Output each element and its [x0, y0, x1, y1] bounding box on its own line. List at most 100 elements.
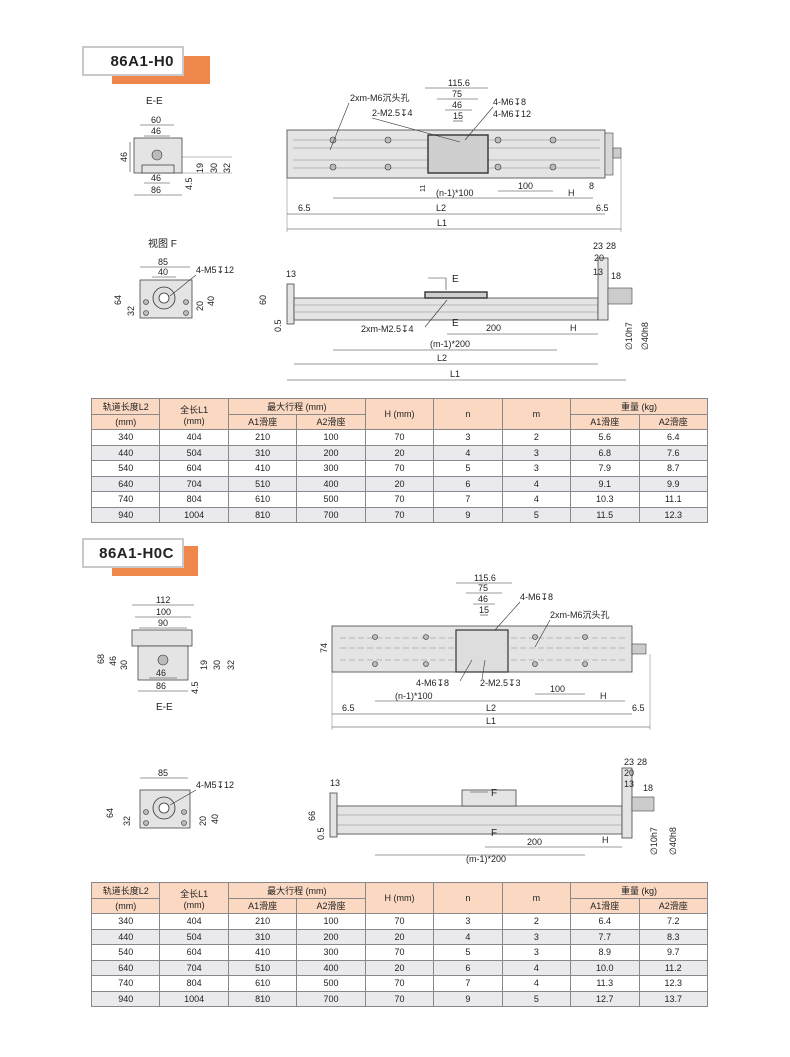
col-a1-stroke: A1滑座 — [227, 897, 298, 914]
dim: 46 — [151, 173, 161, 183]
table-cell: 804 — [159, 975, 229, 992]
dim: 46 — [156, 668, 166, 678]
dim: 46 — [452, 100, 462, 110]
table-cell: 400 — [296, 475, 366, 492]
table-cell: 300 — [296, 460, 366, 477]
table-cell: 8.7 — [638, 460, 708, 477]
table-cell: 20 — [364, 959, 435, 976]
dim: 46 — [478, 594, 488, 604]
table-cell: 500 — [296, 491, 366, 508]
dim: ∅10h7 — [624, 322, 634, 350]
table-cell: 540 — [90, 944, 161, 961]
dim: 200 — [486, 323, 501, 333]
table-cell: 20 — [364, 928, 435, 945]
table-cell: 700 — [296, 990, 366, 1007]
callout: 2-M2.5↧3 — [480, 678, 521, 688]
carriage — [427, 134, 489, 174]
table-cell: 410 — [227, 460, 298, 477]
col-a1-weight: A1滑座 — [570, 897, 640, 914]
table-cell: 510 — [227, 475, 298, 492]
table-cell: 3 — [501, 928, 572, 945]
col-total-length: 全长L1 — [180, 888, 209, 899]
table-cell: 70 — [364, 506, 435, 523]
section-marker: E — [452, 274, 459, 285]
table-cell: 6 — [433, 475, 503, 492]
carriage — [424, 291, 488, 299]
dim: 4.5 — [184, 177, 194, 190]
dim: (m-1)*200 — [466, 854, 506, 864]
dim: (n-1)*100 — [436, 188, 474, 198]
table-cell: 70 — [364, 975, 435, 992]
dim: 40 — [210, 814, 220, 824]
table-cell: 5 — [433, 944, 503, 961]
table-cell: 804 — [159, 491, 229, 508]
table-cell: 7.9 — [570, 460, 640, 477]
dim: 86 — [151, 185, 161, 195]
dim: 4.5 — [190, 681, 200, 694]
table-cell: 13.7 — [638, 990, 708, 1007]
col-h: H (mm) — [364, 882, 435, 914]
table-cell: 4 — [433, 928, 503, 945]
col-a2-stroke: A2滑座 — [296, 413, 366, 430]
callout: 4-M6↧8 — [493, 97, 526, 107]
col-h: H (mm) — [364, 398, 435, 430]
table-cell: 70 — [364, 913, 435, 930]
table-cell: 310 — [227, 928, 298, 945]
table-cell: 11.2 — [638, 959, 708, 976]
table-cell: 700 — [296, 506, 366, 523]
dim: 86 — [156, 681, 166, 691]
unit: (mm) — [183, 415, 205, 426]
col-n: n — [433, 882, 503, 914]
table-cell: 6 — [433, 959, 503, 976]
dim: 46 — [151, 126, 161, 136]
table-cell: 504 — [159, 928, 229, 945]
spec-table-86a1-h0: 轨道长度L2 全长L1(mm) 最大行程 (mm) H (mm) n m 重量 … — [90, 398, 708, 523]
col-total-length: 全长L1 — [180, 404, 209, 415]
table-cell: 6.4 — [638, 429, 708, 446]
dim: 30 — [212, 660, 222, 670]
table-cell: 604 — [159, 460, 229, 477]
dim: 32 — [122, 816, 132, 826]
dim: (n-1)*100 — [395, 691, 433, 701]
table-cell: 740 — [90, 975, 161, 992]
callout: 4-M6↧8 — [520, 592, 553, 602]
dim: L1 — [486, 716, 496, 726]
table-cell: 5 — [501, 990, 572, 1007]
table-cell: 100 — [296, 429, 366, 446]
table-cell: 70 — [364, 460, 435, 477]
col-max-stroke: 最大行程 (mm) — [227, 398, 366, 415]
table-cell: 3 — [433, 913, 503, 930]
dim: 112 — [156, 595, 170, 605]
table-cell: 1004 — [159, 990, 229, 1007]
section-marker: E — [452, 318, 459, 329]
dim: 11 — [420, 185, 427, 192]
table-cell: 11.1 — [638, 491, 708, 508]
table-cell: 5 — [501, 506, 572, 523]
dim: 20 — [195, 301, 205, 311]
dim: 40 — [206, 296, 216, 306]
table-cell: 10.3 — [570, 491, 640, 508]
callout: 4-M6↧8 — [416, 678, 449, 688]
dim: 13 — [624, 779, 634, 789]
dim: 18 — [611, 271, 621, 281]
table-cell: 7 — [433, 491, 503, 508]
table-cell: 70 — [364, 990, 435, 1007]
table-cell: 6.8 — [570, 444, 640, 461]
table-cell: 12.3 — [638, 506, 708, 523]
dim: L2 — [436, 203, 446, 213]
dim: 100 — [518, 181, 533, 191]
dim: 20 — [198, 816, 208, 826]
side-view-1: 13 60 0.5 E E 2xm-M2.5↧4 200 H (m-1)*200… — [258, 241, 650, 381]
table-cell: 200 — [296, 928, 366, 945]
motor-mount — [604, 132, 614, 176]
shaft — [631, 643, 647, 655]
table-cell: 11.5 — [570, 506, 640, 523]
section-marker: F — [491, 788, 497, 799]
dim: 64 — [105, 808, 115, 818]
